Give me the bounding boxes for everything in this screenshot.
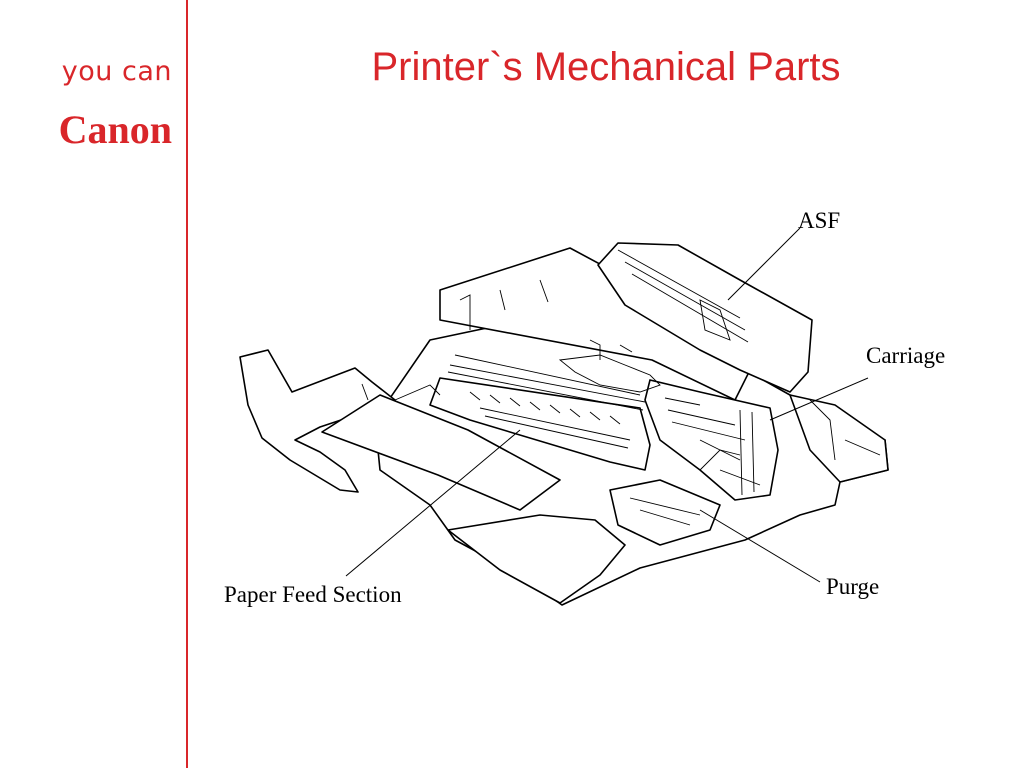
callout-paper-feed: Paper Feed Section <box>224 582 402 607</box>
sidebar-divider <box>186 0 188 768</box>
leader-paper-feed <box>345 429 521 577</box>
leader-carriage <box>769 377 869 421</box>
canon-logo: Canon <box>58 107 172 152</box>
output-tray <box>239 349 396 493</box>
front-lip <box>447 514 626 604</box>
brand-tagline: you can <box>61 56 172 87</box>
paper-sheet <box>321 394 561 511</box>
leader-asf <box>727 227 801 301</box>
side-panel <box>789 394 889 483</box>
callout-carriage: Carriage <box>866 343 946 368</box>
purge-unit <box>609 479 721 546</box>
slide-title: Printer`s Mechanical Parts <box>371 45 841 89</box>
callout-asf: ASF <box>798 208 841 233</box>
carriage-unit <box>644 379 779 501</box>
leader-purge <box>699 509 821 583</box>
callout-purge: Purge <box>826 574 880 599</box>
asf-unit <box>597 242 813 393</box>
feed-roller-area <box>429 377 651 471</box>
